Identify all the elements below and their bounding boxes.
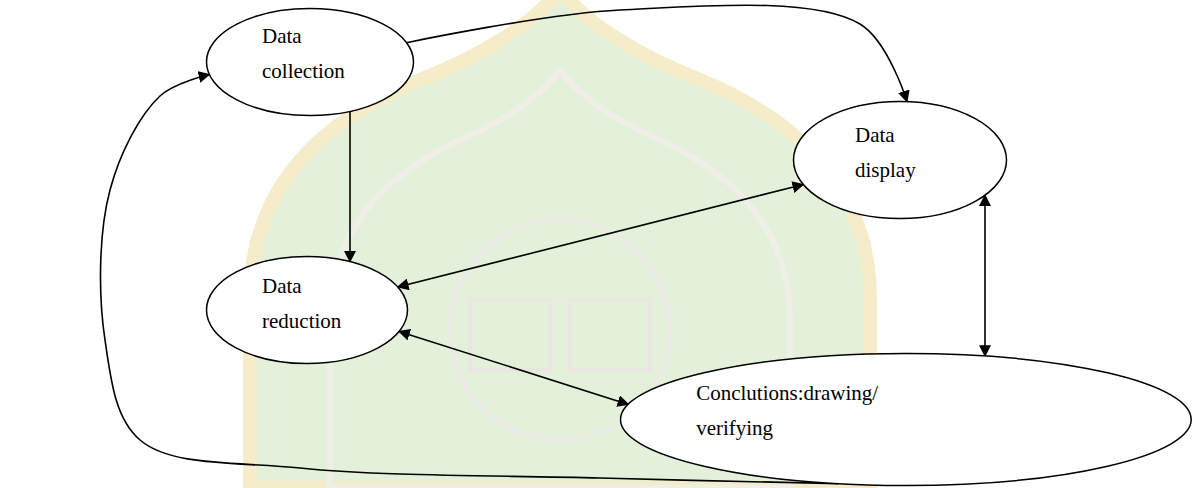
ellipse-node: Data reduction <box>205 255 409 365</box>
ellipse-node: Conclutions:drawing/ verifying <box>619 352 1193 487</box>
flow-arrow <box>349 111 351 261</box>
node-label: Data collection <box>262 19 362 89</box>
ellipse-node: Data display <box>792 100 1008 220</box>
flow-arrow <box>398 184 803 287</box>
node-label: Conclutions:drawing/ verifying <box>696 376 911 446</box>
node-label: Data display <box>855 118 955 188</box>
flow-arrow <box>407 5 907 101</box>
ellipse-shape <box>621 354 1192 486</box>
node-label: Data reduction <box>262 269 362 339</box>
ellipse-shape <box>207 257 408 364</box>
flow-arrow <box>984 195 986 356</box>
flow-arrow <box>399 331 628 404</box>
ellipse-node: Data collection <box>205 7 415 117</box>
ellipse-shape <box>207 9 414 116</box>
ellipse-shape <box>794 102 1007 219</box>
